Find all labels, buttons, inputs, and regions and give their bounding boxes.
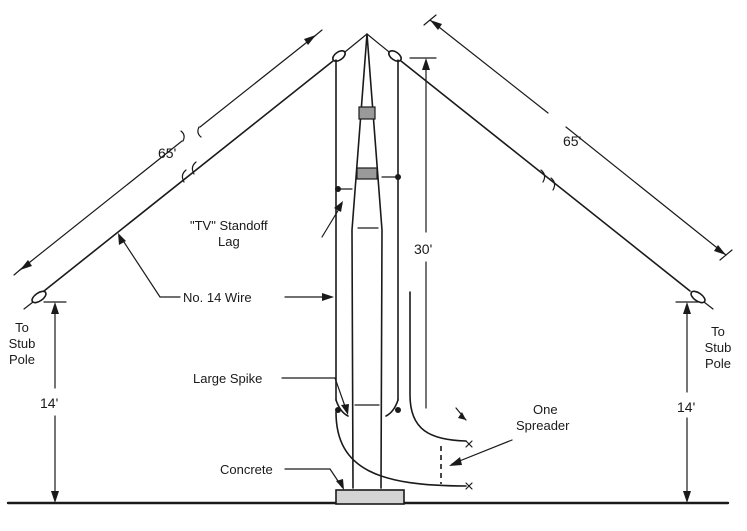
left-stub-label-line1: To (15, 320, 29, 335)
mast-dim-arrow (422, 58, 430, 70)
right-leg-break-2 (550, 177, 556, 191)
left-dim-line-upper (199, 34, 317, 128)
lower-feed-curve (335, 411, 467, 487)
right-dim-arrow-lower (714, 245, 726, 255)
upper-feed-end-mark (465, 440, 473, 448)
right-stub-label-line1: To (711, 324, 725, 339)
mast-hatch-block-lower (356, 167, 378, 180)
right-feed-bend (385, 399, 399, 417)
mast-hatch-block-upper (358, 106, 376, 120)
concrete-leader (284, 468, 343, 488)
standoff-label-line1: "TV" Standoff (190, 218, 268, 233)
left-stub-label-line3: Pole (9, 352, 35, 367)
left-14-arrow-bottom (51, 491, 59, 503)
right-dim-arrow-upper (430, 20, 442, 30)
spike-leader (281, 377, 348, 413)
wire-leader-left (119, 235, 181, 298)
spreader-label-line2: Spreader (516, 418, 570, 433)
right-support-height-label: 14' (677, 399, 695, 415)
right-stub-rope (703, 301, 714, 310)
mast (351, 33, 383, 489)
left-top-insulator (332, 50, 346, 62)
mast-height-label: 30' (414, 241, 432, 257)
right-14-arrow-top (683, 302, 691, 314)
concrete-base (335, 489, 405, 505)
left-leg-length-label: 65' (158, 145, 176, 161)
left-dim-arrow-upper (304, 35, 316, 45)
right-antenna-leg (400, 60, 691, 292)
standoff-label-line2: Lag (218, 234, 240, 249)
concrete-label: Concrete (220, 462, 273, 477)
left-dim-arrow-lower (20, 260, 32, 270)
spike-leader-arrow (341, 404, 349, 415)
right-standoff-insulator (395, 174, 401, 180)
wire-label: No. 14 Wire (183, 290, 252, 305)
left-leg-break-2 (191, 161, 197, 175)
left-dim-break-2 (197, 126, 202, 138)
feed-end-arrow (458, 412, 466, 420)
right-dim-line-upper (429, 19, 549, 114)
wire-leader-arrow-left (118, 233, 126, 245)
right-14-arrow-bottom (683, 491, 691, 503)
left-leg-break-1 (181, 169, 187, 183)
left-support-height-label: 14' (40, 395, 58, 411)
left-dim-break-1 (180, 130, 185, 142)
right-end-insulator (690, 290, 706, 304)
spreader-leader-arrow (449, 457, 462, 466)
right-stub-label-line3: Pole (705, 356, 731, 371)
concrete-leader-arrow (336, 479, 344, 490)
right-dim-line-lower (565, 126, 727, 256)
right-spike-insulator (395, 407, 401, 413)
spreader-label-line1: One (533, 402, 558, 417)
left-dim-line-lower (19, 140, 183, 271)
spike-label: Large Spike (193, 371, 262, 386)
left-antenna-leg (43, 60, 334, 292)
right-leg-break-1 (540, 169, 546, 183)
wire-leader-arrow-right (322, 293, 334, 301)
left-standoff-insulator (335, 186, 341, 192)
left-14-arrow-top (51, 302, 59, 314)
standoff-leader-arrow (334, 201, 343, 212)
left-end-insulator (31, 290, 47, 304)
left-stub-rope (23, 301, 34, 310)
spreader-leader (451, 439, 513, 465)
right-top-insulator (388, 50, 402, 62)
right-leg-length-label: 65' (563, 133, 581, 149)
right-stub-label-line2: Stub (705, 340, 732, 355)
left-stub-label-line2: Stub (9, 336, 36, 351)
upper-feed-curve (409, 291, 467, 442)
lower-feed-end-mark (465, 482, 473, 490)
